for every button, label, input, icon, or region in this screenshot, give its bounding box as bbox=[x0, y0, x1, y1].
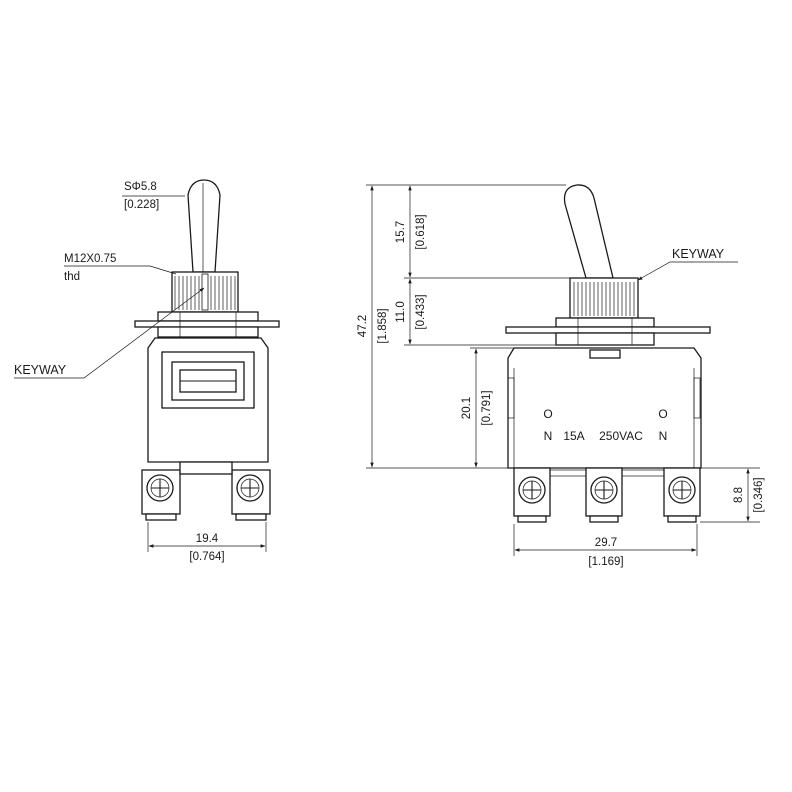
right-view: O N 15A 250VAC O N bbox=[357, 184, 765, 568]
left-diameter-label: SΦ5.8 bbox=[124, 181, 157, 193]
right-lever bbox=[563, 184, 614, 279]
left-thread-suffix: thd bbox=[64, 271, 80, 283]
left-thread-leader bbox=[64, 265, 177, 275]
total-height-mm: 47.2 bbox=[357, 315, 369, 337]
lever-height-inch: [0.618] bbox=[415, 214, 427, 249]
terminal-height-mm: 8.8 bbox=[733, 487, 745, 503]
left-mounting-plate bbox=[134, 320, 280, 328]
left-nut-top bbox=[157, 311, 259, 322]
marking-rating-current: 15A bbox=[563, 429, 584, 443]
body-height-mm: 20.1 bbox=[461, 397, 473, 419]
left-width-mm: 19.4 bbox=[196, 533, 219, 545]
left-keyway-leader bbox=[14, 287, 205, 379]
marking-left-top: O bbox=[543, 407, 552, 421]
bushing-height-inch: [0.433] bbox=[415, 294, 427, 329]
left-width-inch: [0.764] bbox=[189, 551, 224, 563]
marking-right-bottom: N bbox=[659, 429, 668, 443]
right-nut-bottom bbox=[555, 332, 655, 346]
left-terminal-1 bbox=[141, 469, 181, 521]
left-lever bbox=[187, 179, 221, 273]
left-keyway-label: KEYWAY bbox=[14, 363, 67, 377]
left-terminal-2 bbox=[231, 469, 271, 521]
right-width-inch: [1.169] bbox=[588, 556, 623, 568]
lever-height-mm: 15.7 bbox=[395, 221, 407, 243]
marking-rating-voltage: 250VAC bbox=[599, 429, 643, 443]
right-terminal-1 bbox=[513, 467, 551, 523]
right-terminal-2 bbox=[585, 467, 623, 523]
marking-left-bottom: N bbox=[544, 429, 553, 443]
right-keyway-leader bbox=[637, 261, 738, 281]
left-diameter-inch: [0.228] bbox=[124, 199, 159, 211]
body-markings: O N 15A 250VAC O N bbox=[543, 407, 667, 443]
body-height-inch: [0.791] bbox=[481, 390, 493, 425]
marking-right-top: O bbox=[658, 407, 667, 421]
right-switch-body bbox=[507, 347, 702, 469]
terminal-height-inch: [0.346] bbox=[753, 477, 765, 512]
right-width-mm: 29.7 bbox=[595, 537, 617, 549]
total-height-inch: [1.858] bbox=[377, 308, 389, 343]
left-keyway-slot bbox=[201, 273, 209, 311]
right-keyway-label: KEYWAY bbox=[672, 247, 725, 261]
right-terminal-3 bbox=[663, 467, 701, 523]
left-nut-bottom bbox=[157, 326, 259, 338]
left-thread-label: M12X0.75 bbox=[64, 253, 116, 265]
right-bushing-thread bbox=[569, 277, 639, 319]
left-bushing-thread bbox=[171, 271, 239, 313]
right-nut-top bbox=[555, 317, 655, 328]
bushing-height-mm: 11.0 bbox=[395, 301, 407, 323]
right-mounting-plate bbox=[505, 326, 711, 334]
left-view: SΦ5.8 [0.228] M12X0.75 thd KEYWAY 19.4 [… bbox=[14, 179, 280, 563]
